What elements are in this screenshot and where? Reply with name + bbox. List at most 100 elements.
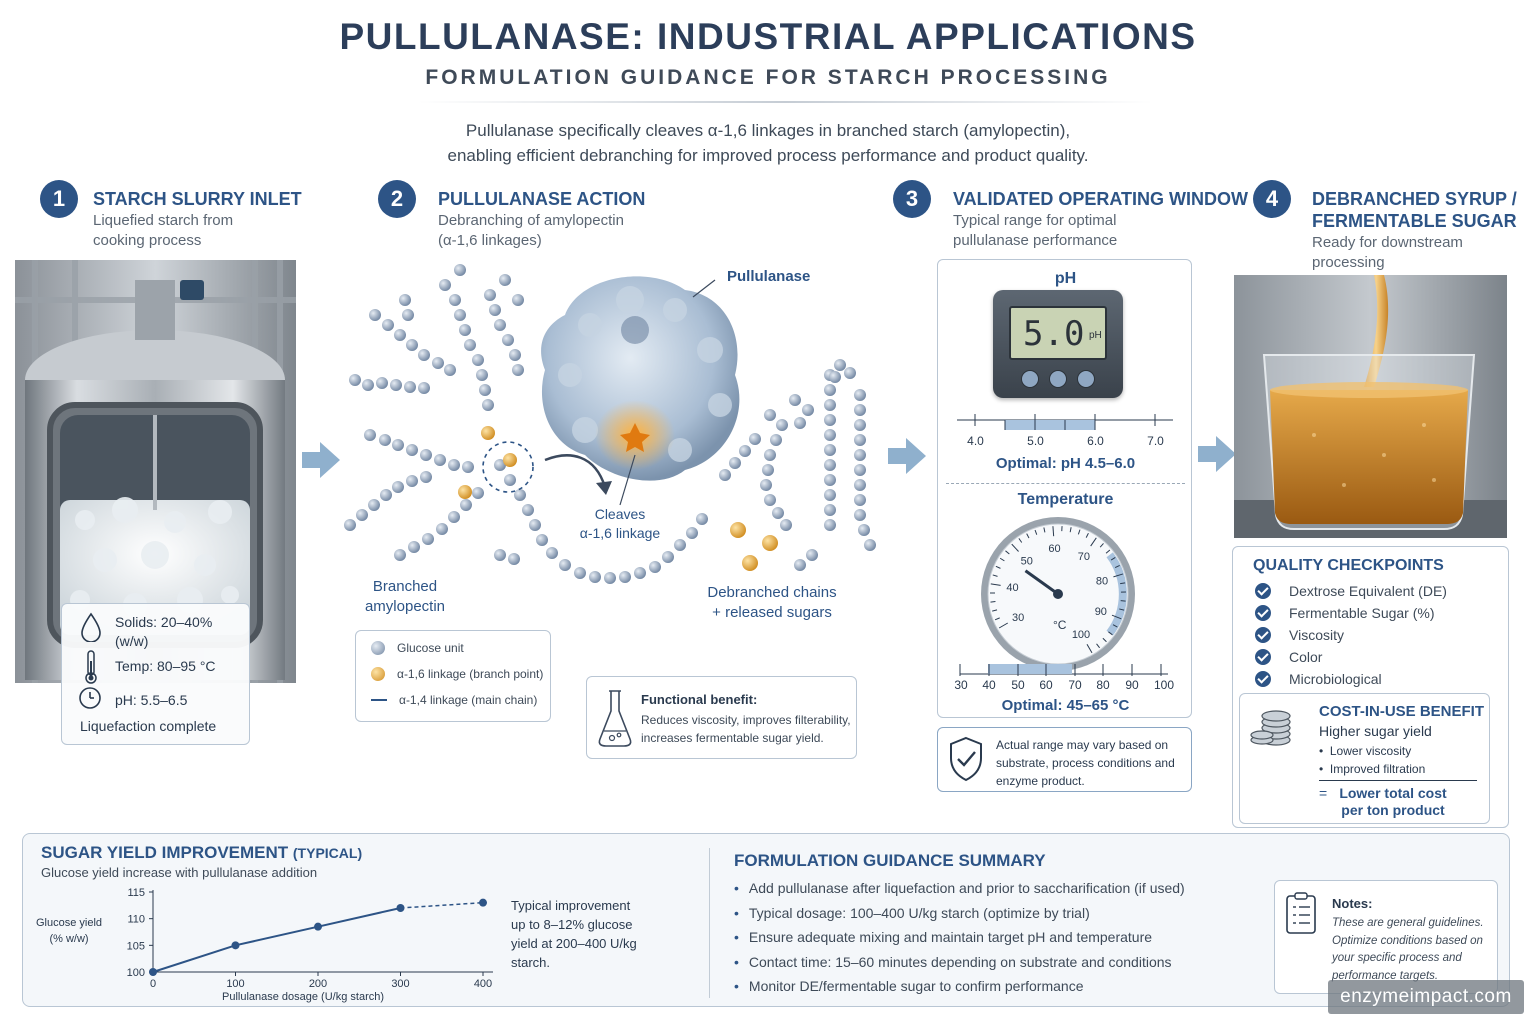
- branched-label: Branched amylopectin: [340, 577, 470, 617]
- cost-result-line: per ton product: [1341, 802, 1445, 818]
- quality-item: Color: [1255, 646, 1447, 668]
- notes-title: Notes:: [1332, 896, 1373, 911]
- gauge-label: 40: [1006, 582, 1018, 594]
- step-subtitle-line: pullulanase performance: [953, 232, 1118, 249]
- coins-icon: [1250, 710, 1291, 746]
- quality-item: Microbiological: [1255, 668, 1447, 690]
- gauge-unit: °C: [1053, 618, 1067, 632]
- gauge-tick: [995, 565, 1001, 569]
- gauge-tick: [1018, 538, 1023, 543]
- gauge-tick: [992, 609, 998, 612]
- check-circle-icon: [1255, 605, 1271, 621]
- check-circle-icon: [1255, 627, 1271, 643]
- gauge-tick: [1086, 643, 1093, 654]
- step-title: STARCH SLURRY INLET: [93, 189, 302, 209]
- disclaimer-box: Actual range may vary based on substrate…: [937, 727, 1192, 792]
- glucose-unit-icon: [371, 641, 385, 655]
- thermometer-icon: [85, 650, 97, 684]
- summary-item: Add pullulanase after liquefaction and p…: [734, 876, 1185, 901]
- operating-window-panel: pH 5.0 pH 4.0 5.0 6.0 7.0 Optimal: pH 4.…: [937, 259, 1192, 718]
- gauge-tick: [990, 601, 996, 603]
- disclaimer-line: enzyme product.: [996, 774, 1085, 788]
- gauge-tick: [990, 583, 1001, 586]
- quality-title: QUALITY CHECKPOINTS: [1253, 557, 1444, 574]
- gauge-tick: [992, 574, 998, 577]
- cleavage-label-line: Cleaves: [594, 506, 646, 522]
- main-chain-icon: [371, 699, 387, 701]
- gauge-tick: [1108, 631, 1113, 636]
- step-title: PULLULANASE ACTION: [438, 189, 646, 209]
- liquefaction-status: Liquefaction complete: [80, 718, 217, 734]
- step-number: 3: [893, 180, 931, 218]
- amylopectin-chain: [344, 264, 708, 584]
- ph-section-title: pH: [1054, 270, 1077, 287]
- temp-tick: 100: [1153, 678, 1175, 692]
- gauge-tick: [1034, 529, 1038, 535]
- step-title-line: FERMENTABLE SUGAR: [1312, 211, 1517, 231]
- flow-arrow-icon: [302, 440, 342, 480]
- gauge-tick: [1113, 573, 1124, 578]
- benefit-title: Functional benefit:: [641, 692, 758, 707]
- ph-reading: 5.0: [1023, 314, 1085, 354]
- benefit-line: increases fermentable sugar yield.: [641, 731, 824, 745]
- legend-item: Glucose unit: [371, 641, 464, 655]
- legend-label: α-1,6 linkage (branch point): [397, 667, 544, 681]
- section-divider: [946, 483, 1185, 484]
- gauge-tick: [994, 617, 1000, 621]
- temp-tick: 30: [954, 678, 968, 692]
- gauge-tick: [1111, 614, 1122, 620]
- tank-spec-box: Solids: 20–40% (w/w) Temp: 80–95 °C pH: …: [61, 603, 250, 745]
- yield-note-line: Typical improvement: [511, 898, 631, 913]
- functional-benefit-box: Functional benefit: Reduces viscosity, i…: [586, 676, 857, 759]
- gauge-tick: [1105, 549, 1111, 554]
- cleavage-label: Cleaves α-1,6 linkage: [565, 505, 675, 543]
- cost-bullet: • Lower viscosity: [1319, 744, 1412, 758]
- step-subtitle-line: cooking process: [93, 232, 202, 249]
- enzyme-action-illustration: [330, 255, 890, 625]
- debranched-label-line: + released sugars: [712, 604, 832, 621]
- summary-item: Typical dosage: 100–400 U/kg starch (opt…: [734, 901, 1185, 926]
- notes-line: your specific process and: [1332, 952, 1462, 964]
- cleavage-arrow-icon: [544, 454, 607, 488]
- y-axis-label: (% w/w): [49, 933, 88, 945]
- cost-divider: [1319, 780, 1477, 781]
- step-number: 1: [40, 180, 78, 218]
- gauge-tick: [1011, 543, 1019, 552]
- cost-title: COST-IN-USE BENEFIT: [1319, 703, 1485, 720]
- y-axis-label: Glucose yield: [36, 917, 102, 929]
- meter-button: [1021, 370, 1039, 388]
- notes-line: performance targets.: [1332, 969, 1439, 982]
- gauge-tick: [1099, 543, 1104, 548]
- data-point: [479, 898, 487, 907]
- step-number: 4: [1253, 180, 1291, 218]
- gauge-label: 30: [1012, 612, 1024, 624]
- cleavage-label-line: α-1,6 linkage: [579, 525, 661, 541]
- cost-bullet: • Improved filtration: [1319, 762, 1426, 776]
- ph-tick: 5.0: [1027, 434, 1044, 448]
- branched-label-line: amylopectin: [364, 598, 446, 615]
- temp-tick: 40: [982, 678, 996, 692]
- notes-line: These are general guidelines.: [1332, 917, 1484, 929]
- temp-optimal: Optimal: 45–65 °C: [1001, 697, 1130, 714]
- syrup-glass-image: [1234, 275, 1507, 538]
- step-title-line: DEBRANCHED SYRUP /: [1312, 189, 1517, 209]
- step-title: DEBRANCHED SYRUP / FERMENTABLE SUGAR: [1312, 188, 1517, 232]
- meter-button: [1049, 370, 1067, 388]
- gauge-tick: [1110, 556, 1116, 561]
- x-tick-label: 0: [150, 978, 156, 990]
- debranched-label-line: Debranched chains: [707, 584, 837, 601]
- step-subtitle-line: processing: [1312, 254, 1385, 271]
- quality-item-label: Viscosity: [1289, 627, 1344, 643]
- step-subtitle-line: (α-1,6 linkages): [438, 232, 542, 249]
- series-line-projected: [400, 901, 484, 909]
- summary-item: Contact time: 15–60 minutes depending on…: [734, 950, 1185, 975]
- y-tick-label: 115: [127, 887, 145, 899]
- ph-spec: pH: 5.5–6.5: [115, 692, 188, 708]
- ph-tick: 6.0: [1087, 434, 1104, 448]
- gauge-label: 70: [1078, 551, 1090, 563]
- quality-item: Viscosity: [1255, 624, 1447, 646]
- branch-point-icon: [371, 667, 385, 681]
- meter-button: [1077, 370, 1095, 388]
